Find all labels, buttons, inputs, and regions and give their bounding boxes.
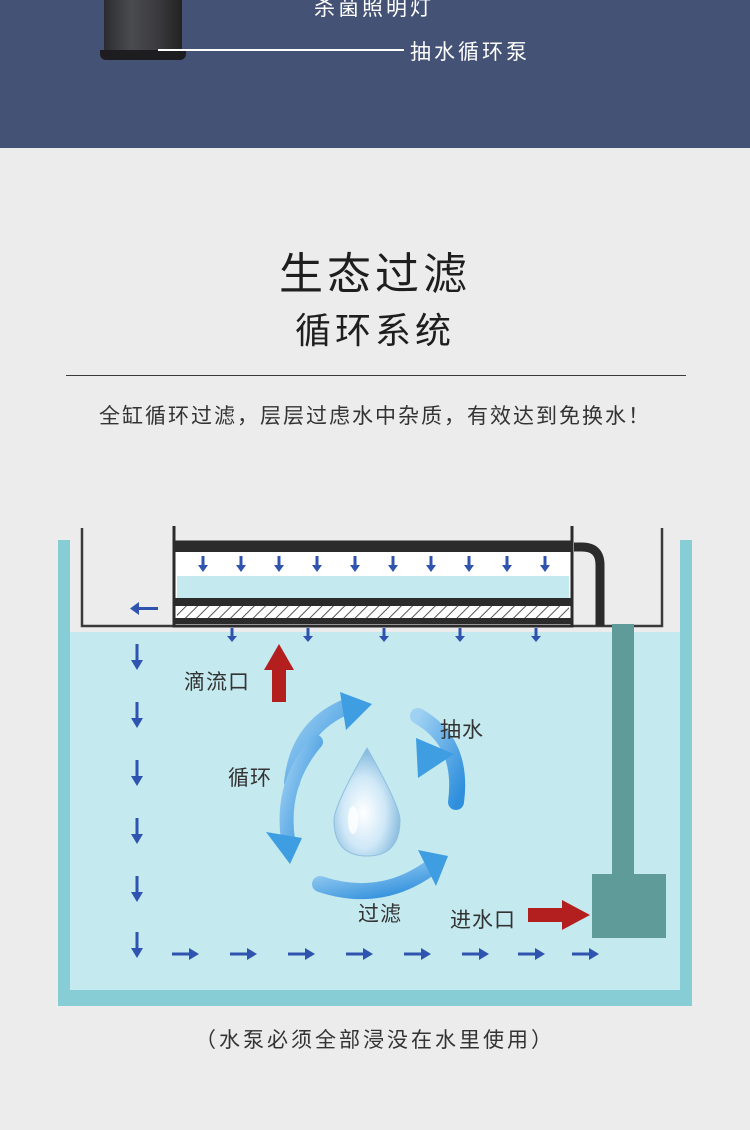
filter-water-layer	[177, 576, 569, 598]
filter-black-layer	[174, 598, 572, 606]
bottom-right-arrows	[172, 948, 599, 960]
filter-bottom-bar	[174, 618, 572, 624]
top-banner: 杀菌照明灯 抽水循环泵	[0, 0, 750, 148]
tank-wall-bottom	[58, 990, 692, 1006]
filtration-diagram: 滴流口 抽水 循环 过滤 进水口	[0, 520, 750, 1014]
device-base	[100, 50, 186, 60]
red-up-arrow	[264, 644, 294, 702]
sterilizing-lamp-device	[104, 0, 182, 58]
water-inlet-label: 进水口	[450, 908, 516, 932]
filter-down-arrows	[198, 556, 550, 572]
filter-top-bar	[174, 542, 572, 552]
water-drop-icon	[333, 746, 401, 857]
light-label: 杀菌照明灯	[314, 0, 434, 20]
tank-wall-left	[58, 540, 70, 1006]
divider	[66, 375, 686, 376]
circular-arrows-icon	[266, 692, 466, 900]
red-right-arrow	[528, 900, 590, 930]
tank-svg	[58, 526, 692, 1006]
drip-arrows	[227, 628, 541, 642]
title-line-2: 循环系统	[294, 311, 455, 352]
pump-stem	[612, 624, 634, 876]
title-line-1: 生态过滤	[279, 249, 471, 300]
filter-media-hatch	[177, 606, 569, 618]
tank-wall-right	[680, 540, 692, 1006]
drip-outlet-label: 滴流口	[184, 670, 250, 694]
pump-pipe	[574, 542, 605, 626]
pump-label: 抽水循环泵	[410, 40, 530, 64]
circulate-label: 循环	[228, 766, 272, 790]
pump-water-label: 抽水	[440, 718, 484, 742]
pump-body	[592, 874, 666, 938]
left-down-arrows	[131, 644, 143, 958]
footnote: （水泵必须全部浸没在水里使用）	[195, 1028, 555, 1052]
filter-label: 过滤	[358, 902, 402, 926]
callout-line	[158, 49, 404, 51]
left-flow-arrow	[130, 602, 158, 615]
description: 全缸循环过滤，层层过虑水中杂质，有效达到免换水！	[99, 404, 651, 428]
